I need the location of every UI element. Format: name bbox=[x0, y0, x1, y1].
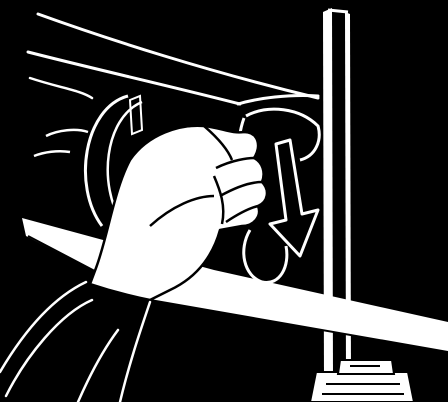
illustration-stage bbox=[0, 0, 448, 402]
instruction-illustration bbox=[0, 0, 448, 402]
